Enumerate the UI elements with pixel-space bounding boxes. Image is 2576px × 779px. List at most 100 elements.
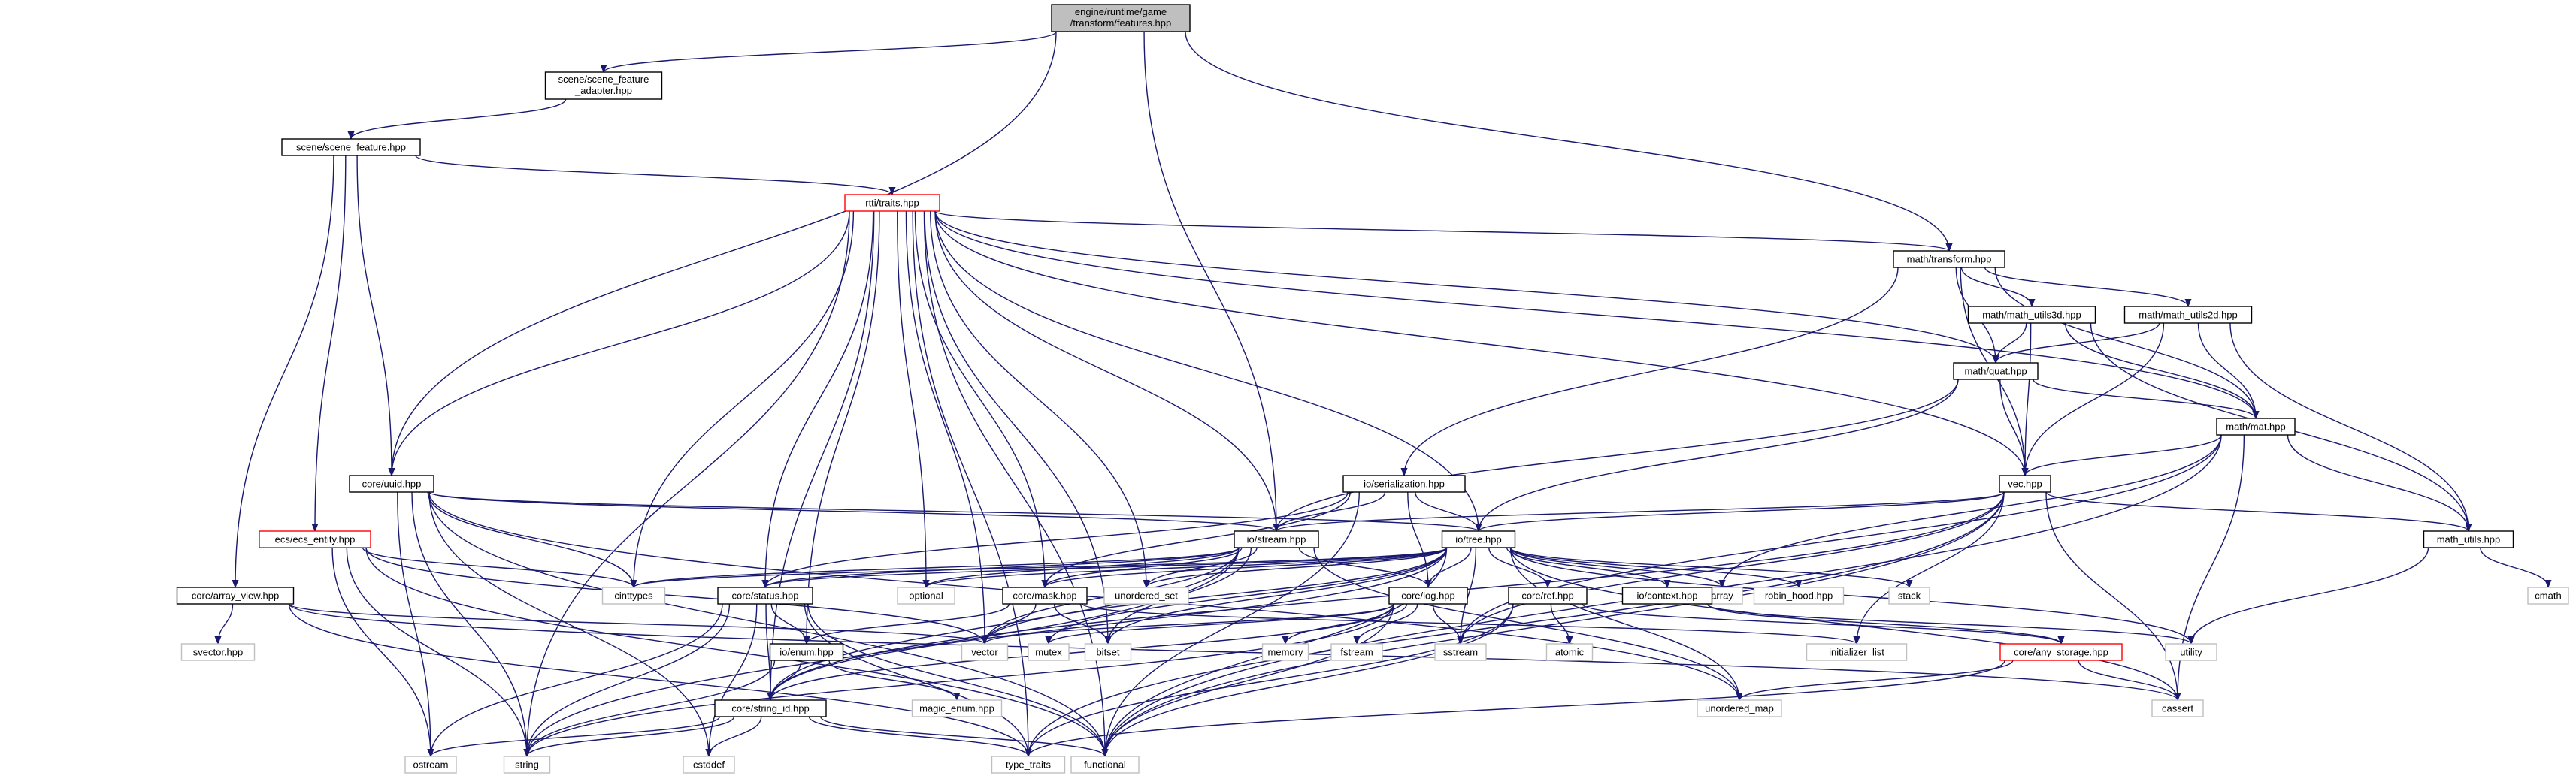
node-label: io/enum.hpp bbox=[779, 647, 834, 658]
edge-iotree-to-iocontext bbox=[1506, 547, 1667, 588]
node-bitset[interactable]: bitset bbox=[1084, 643, 1132, 661]
edge-log-to-sstream bbox=[1432, 603, 1461, 645]
edge-vec-to-strid bbox=[770, 491, 2005, 700]
node-cstddef[interactable]: cstddef bbox=[683, 756, 735, 774]
edge-uuid-to-iotree bbox=[428, 491, 1479, 532]
node-utility[interactable]: utility bbox=[2165, 643, 2217, 661]
edge-uuid-to-cinttypes bbox=[427, 491, 634, 587]
node-ioenum[interactable]: io/enum.hpp bbox=[769, 643, 844, 661]
node-ref[interactable]: core/ref.hpp bbox=[1508, 587, 1588, 605]
node-unordered-set[interactable]: unordered_set bbox=[1103, 587, 1189, 605]
node-quat[interactable]: math/quat.hpp bbox=[1953, 362, 2039, 380]
edge-rtti-to-vector bbox=[905, 210, 985, 644]
node-box bbox=[1697, 699, 1782, 717]
node-functional[interactable]: functional bbox=[1070, 756, 1140, 774]
node-ioser[interactable]: io/serialization.hpp bbox=[1342, 475, 1466, 493]
node-label: core/string_id.hpp bbox=[731, 703, 809, 714]
node-memory[interactable]: memory bbox=[1261, 643, 1309, 661]
node-iotree[interactable]: io/tree.hpp bbox=[1441, 530, 1516, 548]
node-ostream[interactable]: ostream bbox=[404, 756, 457, 774]
edge-strid-to-ostream bbox=[431, 716, 720, 757]
edge-layer bbox=[218, 31, 2548, 757]
edge-strid-to-string bbox=[527, 716, 735, 757]
edge-sf-to-rtti bbox=[415, 155, 892, 195]
node-ecs[interactable]: ecs/ecs_entity.hpp bbox=[259, 530, 371, 548]
node-box bbox=[961, 643, 1009, 661]
node-label: io/context.hpp bbox=[1637, 590, 1698, 602]
node-label: math/math_utils3d.hpp bbox=[1982, 309, 2081, 321]
node-box bbox=[281, 138, 421, 156]
node-label: cstddef bbox=[693, 759, 725, 771]
node-iostream[interactable]: io/stream.hpp bbox=[1234, 530, 1319, 548]
edge-iotree-to-unordered_set bbox=[1146, 547, 1448, 588]
node-rtti[interactable]: rtti/traits.hpp bbox=[844, 194, 940, 212]
edge-arrview-to-vector bbox=[288, 603, 985, 645]
edge-vec-to-iostream bbox=[1276, 491, 2005, 532]
node-label: sstream bbox=[1443, 647, 1478, 658]
node-mu3d[interactable]: math/math_utils3d.hpp bbox=[1967, 306, 2096, 324]
edge-iotree-to-robin bbox=[1509, 547, 1800, 588]
node-strid[interactable]: core/string_id.hpp bbox=[714, 699, 827, 717]
node-umap[interactable]: unordered_map bbox=[1697, 699, 1782, 717]
node-mask[interactable]: core/mask.hpp bbox=[1002, 587, 1088, 605]
node-sstream[interactable]: sstream bbox=[1434, 643, 1487, 661]
node-robin[interactable]: robin_hood.hpp bbox=[1753, 587, 1845, 605]
node-box bbox=[2165, 643, 2217, 661]
node-svector[interactable]: svector.hpp bbox=[180, 643, 256, 661]
edge-status-to-strid bbox=[765, 603, 770, 700]
node-label: _adapter.hpp bbox=[574, 85, 632, 96]
node-fstream[interactable]: fstream bbox=[1330, 643, 1383, 661]
edge-ref-to-type_traits bbox=[1028, 603, 1514, 756]
node-mtransform[interactable]: math/transform.hpp bbox=[1893, 250, 2005, 268]
node-arrview[interactable]: core/array_view.hpp bbox=[176, 587, 295, 605]
node-status[interactable]: core/status.hpp bbox=[717, 587, 813, 605]
node-box bbox=[1261, 643, 1309, 661]
node-log[interactable]: core/log.hpp bbox=[1388, 587, 1468, 605]
node-uuid[interactable]: core/uuid.hpp bbox=[349, 475, 434, 493]
edge-rtti-to-type_traits bbox=[912, 210, 1028, 756]
node-label: memory bbox=[1268, 647, 1303, 658]
node-mu2d[interactable]: math/math_utils2d.hpp bbox=[2123, 306, 2253, 324]
node-mathutils[interactable]: math_utils.hpp bbox=[2423, 530, 2514, 548]
node-atomic[interactable]: atomic bbox=[1545, 643, 1594, 661]
edge-ecs-to-cinttypes bbox=[362, 547, 634, 588]
node-initlist[interactable]: initializer_list bbox=[1806, 643, 1908, 661]
edge-arrview-to-cassert bbox=[288, 603, 2178, 701]
node-vec[interactable]: vec.hpp bbox=[1999, 475, 2051, 493]
node-type-traits[interactable]: type_traits bbox=[991, 756, 1066, 774]
node-sf[interactable]: scene/scene_feature.hpp bbox=[281, 138, 421, 156]
node-label: core/ref.hpp bbox=[1521, 590, 1573, 602]
node-mutex[interactable]: mutex bbox=[1028, 643, 1070, 661]
edge-log-to-fstream bbox=[1357, 603, 1418, 645]
node-cassert[interactable]: cassert bbox=[2151, 699, 2204, 717]
node-magicenum[interactable]: magic_enum.hpp bbox=[911, 699, 1003, 717]
edge-status-to-ostream bbox=[431, 603, 723, 756]
node-box bbox=[1441, 530, 1516, 548]
edge-log-to-functional bbox=[1105, 603, 1394, 756]
edge-mu3d-to-quat bbox=[1996, 322, 2027, 364]
node-box bbox=[1888, 587, 1930, 605]
node-box bbox=[544, 71, 663, 100]
node-box bbox=[1753, 587, 1845, 605]
node-vector[interactable]: vector bbox=[961, 643, 1009, 661]
node-optional[interactable]: optional bbox=[897, 587, 955, 605]
edge-ioenum-to-magicenum bbox=[828, 660, 957, 701]
node-box bbox=[911, 699, 1003, 717]
node-label: math/math_utils2d.hpp bbox=[2139, 309, 2238, 321]
node-anystorage[interactable]: core/any_storage.hpp bbox=[1999, 643, 2123, 661]
node-string[interactable]: string bbox=[503, 756, 551, 774]
edge-rtti-to-unordered_set bbox=[930, 210, 1146, 587]
edge-vec-to-mathutils bbox=[2045, 491, 2469, 532]
node-iocontext[interactable]: io/context.hpp bbox=[1621, 587, 1713, 605]
edge-sfa-to-sf bbox=[351, 98, 567, 140]
node-mat[interactable]: math/mat.hpp bbox=[2216, 418, 2296, 436]
edge-iotree-to-sstream bbox=[1461, 547, 1477, 644]
node-sfa[interactable]: scene/scene_feature_adapter.hpp bbox=[544, 71, 663, 100]
edge-anystorage-to-type_traits bbox=[1028, 660, 2005, 757]
node-stack[interactable]: stack bbox=[1888, 587, 1930, 605]
node-label: engine/runtime/game bbox=[1075, 6, 1167, 17]
node-cmath[interactable]: cmath bbox=[2527, 587, 2569, 605]
edge-ecs-to-string bbox=[346, 547, 527, 756]
node-root[interactable]: engine/runtime/game/transform/features.h… bbox=[1051, 4, 1191, 32]
node-cinttypes[interactable]: cinttypes bbox=[601, 587, 666, 605]
